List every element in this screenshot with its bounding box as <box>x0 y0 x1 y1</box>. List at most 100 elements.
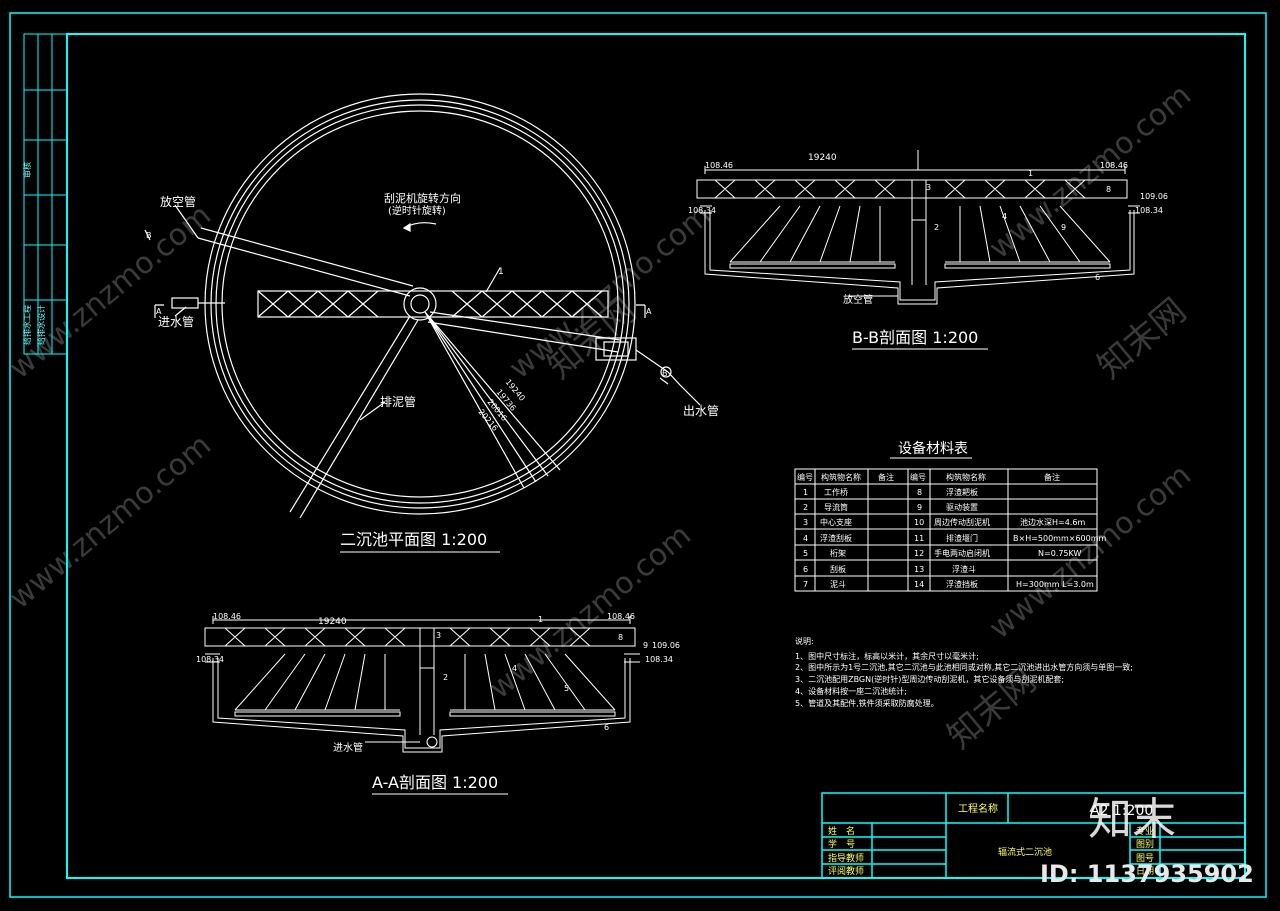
svg-text:7: 7 <box>803 580 808 589</box>
note-item: 3、二沉池配用ZBGN(逆时针)型周边传动刮泥机，其它设备须与刮泥机配套; <box>795 674 1064 684</box>
image-id: ID: 1137935902 <box>1040 860 1254 888</box>
item-number: 8 <box>618 633 623 642</box>
svg-text:驱动装置: 驱动装置 <box>946 502 978 512</box>
span-dimension: 19240 <box>318 617 347 627</box>
tank-outer-ring <box>204 93 636 515</box>
svg-text:工作桥: 工作桥 <box>824 487 848 497</box>
section-mark: B <box>146 231 152 240</box>
title-field: 评阅教师 <box>828 865 864 877</box>
title-field: 学 号 <box>828 838 855 850</box>
item-number: 3 <box>926 183 931 192</box>
label-inlet-pipe: 进水管 <box>333 741 363 754</box>
elevation-label: 108.46 <box>1100 161 1128 170</box>
svg-text:浮渣刮板: 浮渣刮板 <box>820 533 852 543</box>
drawing-name: 辐流式二沉池 <box>998 846 1052 858</box>
left-strip-label: 给排水设计 <box>36 305 46 345</box>
table-header: 编号 <box>797 472 813 482</box>
span-dimension: 19240 <box>808 153 837 163</box>
watermark-text: www.znzmo.com <box>983 78 1198 267</box>
elevation-label: 108.46 <box>213 612 241 621</box>
watermark-brand: 知末网 <box>1090 291 1194 387</box>
tank-ring <box>210 99 630 509</box>
item-number: 1 <box>538 615 543 624</box>
radius-dimension-lines <box>424 311 561 489</box>
item-number: 5 <box>564 684 569 693</box>
note-item: 4、设备材料按一座二沉池统计; <box>795 686 907 696</box>
svg-text:H=300mm L=3.0m: H=300mm L=3.0m <box>1016 580 1094 589</box>
label-sludge-pipe: 排泥管 <box>380 394 416 409</box>
elevation-label: 109.06 <box>1140 192 1168 201</box>
svg-text:8: 8 <box>917 488 922 497</box>
equipment-table <box>794 468 1098 592</box>
section-mark: A <box>646 307 652 316</box>
vent-pipe <box>197 227 414 297</box>
table-header: 构筑物名称 <box>946 472 986 482</box>
elevation-label: 108.34 <box>645 655 673 664</box>
label-vent-pipe: 放空管 <box>160 194 196 209</box>
item-number: 4 <box>1002 212 1007 221</box>
item-number: 6 <box>1095 273 1100 282</box>
label-outlet-pipe: 出水管 <box>683 403 719 418</box>
svg-text:导流筒: 导流筒 <box>824 502 848 512</box>
note-item: 2、图中所示为1号二沉池,其它二沉池与此池相同或对称,其它二沉池进出水管方向须与… <box>795 662 1133 672</box>
elevation-label: 108.34 <box>1135 206 1163 215</box>
brand-logo: 知末 <box>1088 794 1176 845</box>
outlet-chamber <box>595 337 637 361</box>
item-number: 9 <box>1061 223 1066 232</box>
table-header: 备注 <box>878 472 894 482</box>
svg-text:14: 14 <box>914 580 924 589</box>
watermark-text: www.znzmo.com <box>3 428 218 617</box>
section-bb <box>696 150 1140 305</box>
svg-text:10: 10 <box>914 518 924 527</box>
elevation-label: 108.46 <box>607 612 635 621</box>
svg-text:中心支座: 中心支座 <box>820 517 852 527</box>
item-number: 9 <box>643 641 648 650</box>
table-header: 备注 <box>1044 472 1060 482</box>
svg-text:周边传动刮泥机: 周边传动刮泥机 <box>934 517 990 527</box>
elevation-label: 109.06 <box>652 641 680 650</box>
item-number: 8 <box>1106 185 1111 194</box>
svg-text:排渣堰门: 排渣堰门 <box>946 533 978 543</box>
svg-text:12: 12 <box>914 549 924 558</box>
watermark-text: www.znzmo.com <box>483 518 698 707</box>
watermark-text: www.znzmo.com <box>3 198 218 387</box>
notes-block: 说明: 1、图中尺寸标注，标高以米计，其余尺寸以毫米计; 2、图中所示为1号二沉… <box>795 636 1133 708</box>
svg-text:浮渣斗: 浮渣斗 <box>952 564 976 574</box>
svg-text:11: 11 <box>914 534 924 543</box>
drawing-scale: A2 1:200 <box>1090 803 1153 819</box>
inner-frame <box>66 33 1246 879</box>
rotation-note-sub: (逆时针旋转) <box>388 204 446 217</box>
svg-text:刮板: 刮板 <box>830 564 846 574</box>
svg-text:N=0.75KW: N=0.75KW <box>1038 549 1081 558</box>
center-column-inner <box>410 294 430 314</box>
outer-frame <box>9 12 1267 898</box>
tank-inner-ring <box>221 110 619 498</box>
section-aa-title: A-A剖面图 1:200 <box>372 773 498 792</box>
center-column <box>403 287 437 321</box>
table-header: 编号 <box>910 472 926 482</box>
svg-text:4: 4 <box>803 534 808 543</box>
truss-cross-bracing <box>257 290 603 318</box>
bridge-truss <box>257 290 609 318</box>
item-number: 1 <box>1028 169 1033 178</box>
title-right-field: 日期 <box>1136 866 1154 877</box>
outlet-chamber-inner <box>603 341 629 357</box>
svg-text:泥斗: 泥斗 <box>830 580 846 589</box>
left-strip-label: 给排水工程 <box>22 305 32 345</box>
tank-ring <box>215 104 625 504</box>
svg-text:5: 5 <box>803 549 808 558</box>
watermark-text: www.znzmo.com <box>983 458 1198 647</box>
label-inlet-pipe: 进水管 <box>158 314 194 329</box>
item-number: 4 <box>512 664 517 673</box>
table-header: 构筑物名称 <box>821 472 861 482</box>
svg-text:9: 9 <box>917 503 922 512</box>
notes-heading: 说明: <box>795 636 814 646</box>
svg-text:6: 6 <box>803 565 808 574</box>
title-right-field: 图别 <box>1136 839 1154 850</box>
plan-view <box>144 93 701 519</box>
svg-text:桁架: 桁架 <box>830 548 846 558</box>
svg-text:1: 1 <box>803 488 808 497</box>
item-number: 3 <box>436 631 441 640</box>
item-number: 1 <box>498 267 504 277</box>
